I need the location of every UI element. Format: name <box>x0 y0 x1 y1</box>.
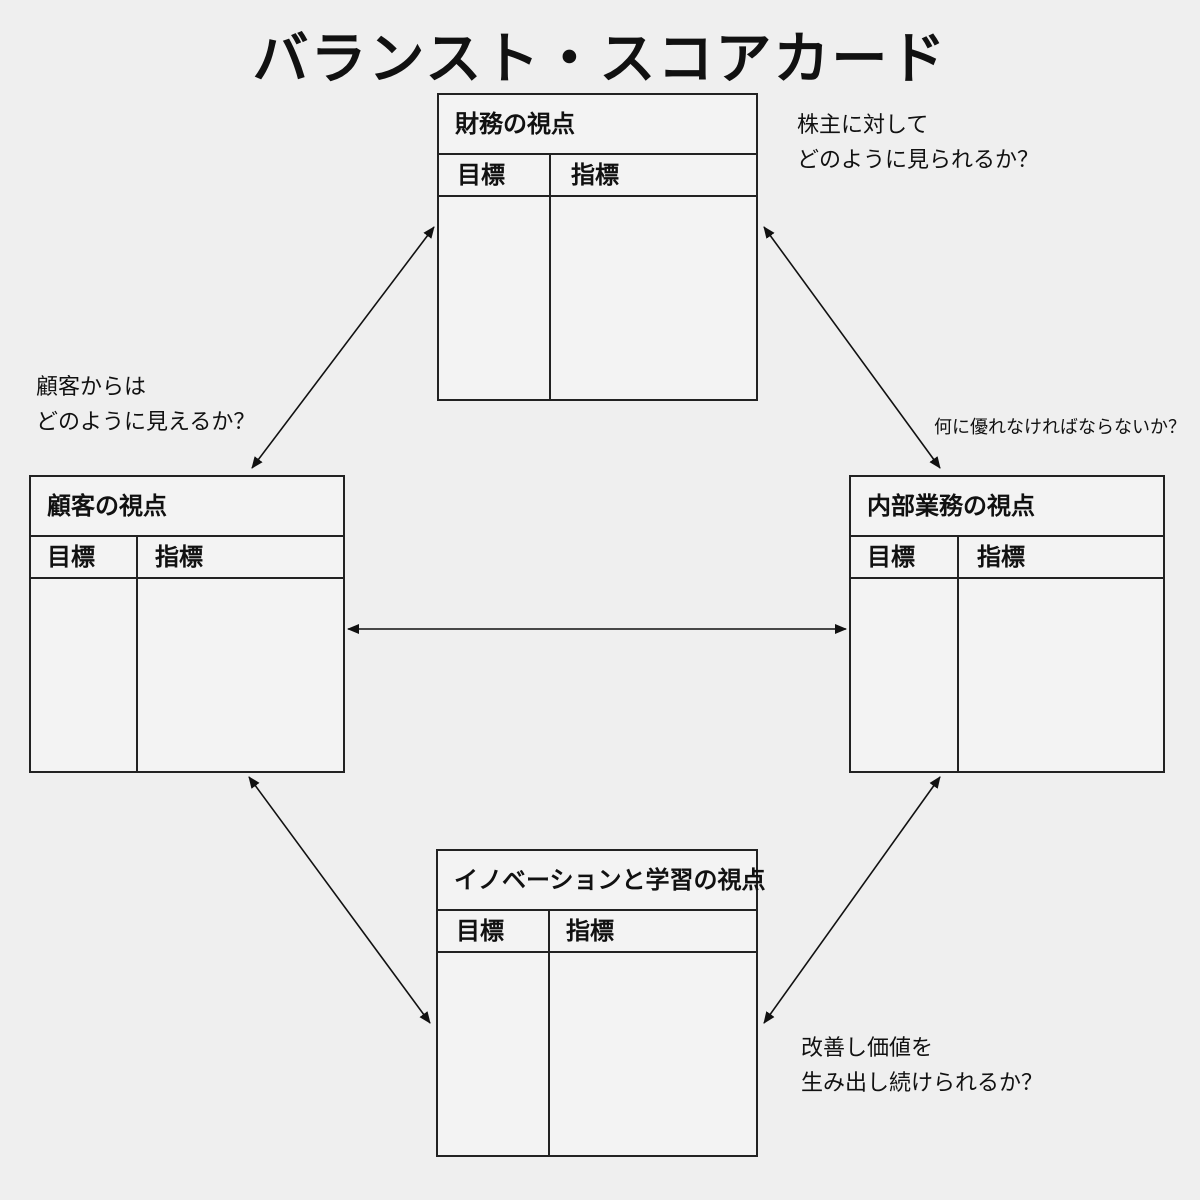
arrow-financial-internal <box>763 226 941 469</box>
measure-label: 指標 <box>155 543 203 571</box>
card-customer: 顧客の視点 目標 指標 <box>29 475 345 773</box>
measure-label: 指標 <box>977 543 1025 571</box>
card-customer-title: 顧客の視点 <box>31 477 343 537</box>
card-financial-title: 財務の視点 <box>439 95 756 155</box>
note-learning: 改善し価値を 生み出し続けられるか？ <box>801 1031 1043 1101</box>
note-internal-line-1: 何に優れなければならないか？ <box>934 417 1186 438</box>
column-divider <box>136 537 138 771</box>
note-financial-line-1: 株主に対して <box>797 113 929 138</box>
objective-label: 目標 <box>47 543 95 571</box>
diagram-title: バランスト・スコアカード <box>252 27 948 92</box>
column-divider <box>549 155 551 399</box>
note-customer-line-2: どのように見えるか？ <box>36 410 256 435</box>
card-internal-title: 内部業務の視点 <box>851 477 1163 537</box>
objective-label: 目標 <box>456 917 504 945</box>
note-financial: 株主に対して どのように見られるか？ <box>797 108 1039 178</box>
note-learning-line-2: 生み出し続けられるか？ <box>801 1071 1044 1096</box>
card-financial-columns: 目標 指標 <box>439 155 756 197</box>
arrow-customer-financial <box>251 226 435 469</box>
column-divider <box>957 537 959 771</box>
note-learning-line-1: 改善し価値を <box>801 1036 934 1061</box>
measure-label: 指標 <box>566 917 614 945</box>
column-divider <box>548 911 550 1155</box>
card-internal-columns: 目標 指標 <box>851 537 1163 579</box>
note-customer-line-1: 顧客からは <box>36 375 147 400</box>
card-learning-title: イノベーションと学習の視点 <box>438 851 766 911</box>
objective-label: 目標 <box>867 543 915 571</box>
card-learning-columns: 目標 指標 <box>438 911 756 953</box>
note-customer: 顧客からは どのように見えるか？ <box>36 370 255 440</box>
card-internal: 内部業務の視点 目標 指標 <box>849 475 1165 773</box>
measure-label: 指標 <box>571 161 619 189</box>
card-customer-columns: 目標 指標 <box>31 537 343 579</box>
arrow-customer-learning <box>248 776 431 1024</box>
note-financial-line-2: どのように見られるか？ <box>797 148 1040 173</box>
note-internal: 何に優れなければならないか？ <box>934 416 1186 440</box>
card-financial: 財務の視点 目標 指標 <box>437 93 758 401</box>
arrow-learning-internal <box>763 776 941 1024</box>
objective-label: 目標 <box>457 161 505 189</box>
card-learning: イノベーションと学習の視点 目標 指標 <box>436 849 766 1157</box>
